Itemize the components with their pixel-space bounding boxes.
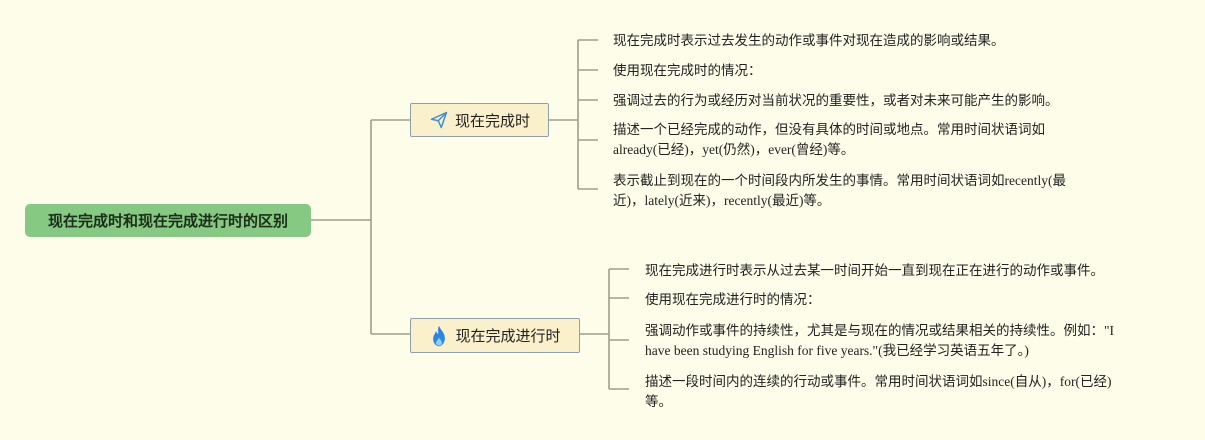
leaf-text: 强调过去的行为或经历对当前状况的重要性，或者对未来可能产生的影响。 (613, 93, 1059, 108)
branch-present-perfect-continuous[interactable]: 现在完成进行时 (410, 318, 580, 353)
leaf-b1-5[interactable]: 表示截止到现在的一个时间段内所发生的事情。常用时间状语词如recently(最 … (613, 171, 1066, 211)
leaf-text: have been studying English for five year… (645, 343, 1029, 358)
leaf-text: 使用现在完成时的情况： (613, 63, 762, 78)
leaf-text: 近)，lately(近来)，recently(最近)等。 (613, 193, 831, 208)
leaf-b2-3[interactable]: 强调动作或事件的持续性，尤其是与现在的情况或结果相关的持续性。例如："I hav… (645, 321, 1114, 361)
branch-present-perfect-label: 现在完成时 (454, 111, 530, 130)
leaf-b1-1[interactable]: 现在完成时表示过去发生的动作或事件对现在造成的影响或结果。 (613, 31, 1005, 51)
leaf-text: already(已经)，yet(仍然)，ever(曾经)等。 (613, 142, 855, 157)
leaf-text: 等。 (645, 394, 672, 409)
root-topic[interactable]: 现在完成时和现在完成进行时的区别 (25, 204, 311, 237)
root-topic-label: 现在完成时和现在完成进行时的区别 (47, 212, 288, 230)
leaf-b1-3[interactable]: 强调过去的行为或经历对当前状况的重要性，或者对未来可能产生的影响。 (613, 91, 1059, 111)
fire-icon (429, 325, 449, 346)
leaf-text: 描述一段时间内的连续的行动或事件。常用时间状语词如since(自从)，for(已… (645, 374, 1112, 389)
leaf-b2-2[interactable]: 使用现在完成进行时的情况： (645, 290, 821, 310)
leaf-text: 使用现在完成进行时的情况： (645, 292, 821, 307)
leaf-text: 强调动作或事件的持续性，尤其是与现在的情况或结果相关的持续性。例如："I (645, 323, 1115, 338)
branch-present-perfect[interactable]: 现在完成时 (410, 103, 549, 137)
paper-plane-icon (429, 110, 449, 130)
leaf-b2-1[interactable]: 现在完成进行时表示从过去某一时间开始一直到现在正在进行的动作或事件。 (645, 261, 1104, 281)
leaf-b1-2[interactable]: 使用现在完成时的情况： (613, 61, 762, 81)
branch-present-perfect-continuous-label: 现在完成进行时 (455, 327, 561, 345)
leaf-text: 现在完成时表示过去发生的动作或事件对现在造成的影响或结果。 (613, 33, 1005, 48)
leaf-text: 表示截止到现在的一个时间段内所发生的事情。常用时间状语词如recently(最 (613, 173, 1066, 188)
leaf-b1-4[interactable]: 描述一个已经完成的动作，但没有具体的时间或地点。常用时间状语词如 already… (613, 120, 1045, 160)
leaf-text: 现在完成进行时表示从过去某一时间开始一直到现在正在进行的动作或事件。 (645, 263, 1104, 278)
leaf-b2-4[interactable]: 描述一段时间内的连续的行动或事件。常用时间状语词如since(自从)，for(已… (645, 372, 1111, 412)
leaf-text: 描述一个已经完成的动作，但没有具体的时间或地点。常用时间状语词如 (613, 122, 1045, 137)
